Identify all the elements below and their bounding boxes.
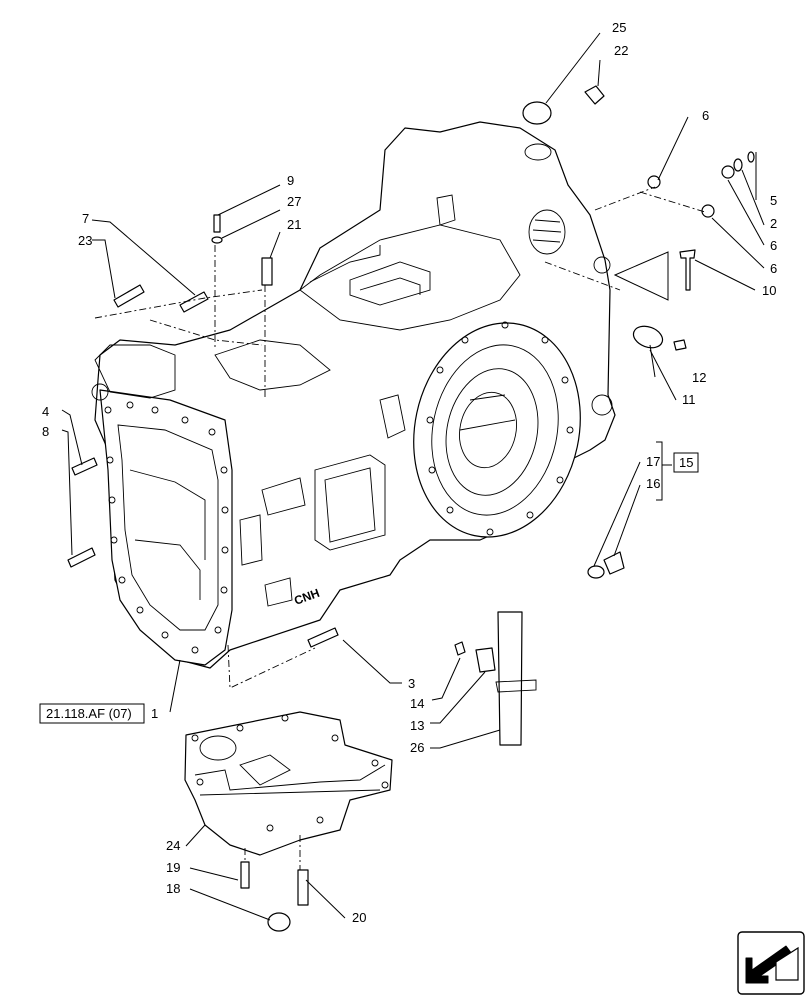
callout-16: 16	[646, 476, 660, 491]
clamp-13	[475, 647, 496, 673]
bolt-23	[113, 284, 145, 308]
callout-1: 1	[151, 706, 158, 721]
assembly-lines	[94, 186, 706, 870]
callout-25: 25	[612, 20, 626, 35]
callout-24: 24	[166, 838, 180, 853]
screw-9	[213, 214, 221, 233]
o-ring-25	[522, 101, 552, 125]
plug-5	[721, 165, 735, 179]
bolt-19	[240, 861, 250, 889]
seal-2	[733, 158, 743, 172]
transmission-housing: CNH	[91, 121, 616, 669]
callout-6-low: 6	[770, 261, 777, 276]
o-ring-17	[587, 565, 605, 579]
oil-sump-pan	[184, 711, 393, 856]
small-parts	[67, 85, 755, 932]
callout-8: 8	[42, 424, 49, 439]
leader-lines	[61, 32, 765, 921]
plug-22	[584, 85, 605, 105]
reference-box	[39, 703, 145, 724]
callout-10: 10	[762, 283, 776, 298]
callout-11: 11	[682, 392, 696, 407]
dipstick-tube-26	[497, 611, 523, 746]
plug-6b	[701, 204, 715, 218]
cover-11	[632, 325, 664, 349]
callout-3: 3	[408, 676, 415, 691]
bolt-12	[673, 339, 687, 351]
callout-17: 17	[646, 454, 660, 469]
callout-15: 15	[679, 455, 693, 470]
callout-6-mid: 6	[770, 238, 777, 253]
bolt-3	[307, 627, 339, 648]
seal-2b	[747, 151, 755, 163]
callout-5: 5	[770, 193, 777, 208]
callout-15-box	[673, 452, 699, 473]
drain-plug-18	[267, 912, 291, 932]
callout-12: 12	[692, 370, 706, 385]
callout-9: 9	[287, 173, 294, 188]
callout-20: 20	[352, 910, 366, 925]
washer-27	[211, 236, 223, 244]
callout-21: 21	[287, 217, 301, 232]
plug-6a	[647, 175, 661, 189]
callout-13: 13	[410, 718, 424, 733]
callout-27: 27	[287, 194, 301, 209]
callout-labels: 25 22 6 5 2 6 6 10 9 27 21 7 23 4 8 3 14…	[39, 20, 777, 925]
callout-23: 23	[78, 233, 92, 248]
bolt-7	[179, 291, 209, 313]
bolt-20	[297, 869, 309, 906]
callout-6-top: 6	[702, 108, 709, 123]
sensor-10	[679, 249, 696, 291]
reference-label: 21.118.AF (07)	[46, 706, 132, 721]
fitting-21	[261, 257, 273, 286]
navigation-arrow-icon[interactable]	[737, 931, 805, 995]
callout-18: 18	[166, 881, 180, 896]
bolt-4	[71, 457, 98, 476]
callout-14: 14	[410, 696, 424, 711]
callout-26: 26	[410, 740, 424, 755]
bolt-8	[67, 547, 96, 568]
callout-4: 4	[42, 404, 49, 419]
callout-2: 2	[770, 216, 777, 231]
callout-7: 7	[82, 211, 89, 226]
callout-19: 19	[166, 860, 180, 875]
callout-22: 22	[614, 43, 628, 58]
tab-14	[454, 641, 466, 656]
